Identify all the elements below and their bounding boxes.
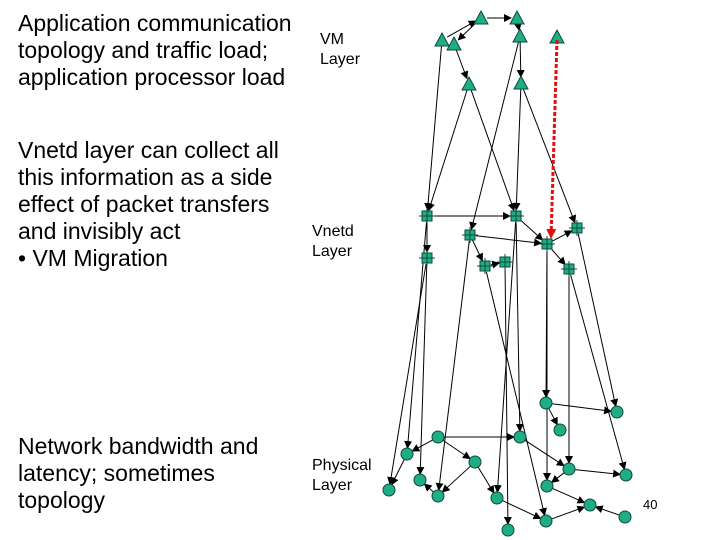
vm-node-vm4 <box>446 35 462 51</box>
edge-vn6-p17 <box>416 263 428 476</box>
physical-node-p1 <box>539 396 553 410</box>
edge-vn5-vn4 <box>552 230 573 242</box>
edge-vm7-vn3 <box>512 88 522 212</box>
physical-node-p11 <box>490 491 504 505</box>
vnetd-node-vn8 <box>561 261 577 277</box>
edge-p6-p10 <box>441 465 471 493</box>
vnetd-info-line-5: • VM Migration <box>18 245 168 271</box>
edge-vn9-p14 <box>485 271 547 517</box>
block-app-topology: Application communication topology and t… <box>18 10 292 90</box>
edge-vm4-vm6 <box>455 49 469 80</box>
physical-node-p2 <box>610 405 624 419</box>
vnetd-node-vn6 <box>419 250 435 266</box>
edge-p11-p14 <box>502 500 542 520</box>
edge-vn3-p4 <box>515 221 524 433</box>
edge-p4-p7 <box>524 439 565 467</box>
edge-p12-p16 <box>552 487 586 504</box>
label-physical-layer: Physical Layer <box>312 457 372 494</box>
edge-vn8-p8 <box>570 274 627 471</box>
edge-p13-p16 <box>594 505 620 516</box>
physical-node-p7 <box>562 462 576 476</box>
physical-node-p16 <box>583 498 597 512</box>
edge-p3-p5 <box>411 439 433 452</box>
vm-node-vm7 <box>513 74 529 90</box>
nodes-layer <box>382 9 633 537</box>
physical-node-p17 <box>413 473 427 487</box>
vm-node-vm2 <box>509 9 525 25</box>
vm-migration-arrow <box>546 39 559 239</box>
edge-vn9-vn7 <box>490 260 501 269</box>
edge-p3-p6 <box>442 439 471 460</box>
label-vm-layer: VM Layer <box>320 31 361 68</box>
physical-node-p14 <box>539 514 553 528</box>
physical-node-p9 <box>382 483 396 497</box>
physical-node-p4 <box>513 430 527 444</box>
edge-vn5-vn8 <box>550 248 566 266</box>
edge-p7-p12 <box>550 472 565 483</box>
edge-vm5-vm7 <box>516 41 525 79</box>
edge-vm6-vn1 <box>427 89 468 212</box>
vnetd-node-vn7 <box>497 254 513 270</box>
edge-vm1-vm4 <box>457 21 478 41</box>
vm-node-vm6 <box>461 75 477 91</box>
edge-vm3-vn1 <box>424 45 442 212</box>
physical-node-p15 <box>501 523 515 537</box>
edge-p5-p9 <box>391 459 405 486</box>
edge-vm2-vm5 <box>513 22 522 32</box>
block-vnetd-info: Vnetd layer can collect all this informa… <box>18 137 279 272</box>
vnetd-info-line-1: Vnetd layer can collect all <box>18 137 279 163</box>
physical-node-p3 <box>431 430 445 444</box>
edge-vm6-vn3 <box>470 89 516 212</box>
edge-vm5-vn2 <box>469 41 520 231</box>
edge-vn3-vn5 <box>520 219 544 241</box>
edge-vn4-p2 <box>577 233 619 408</box>
edge-p7-p8 <box>574 469 622 478</box>
edge-vn2-vn5 <box>475 235 543 247</box>
physical-node-p12 <box>540 479 554 493</box>
label-vnetd-layer: Vnetd Layer <box>312 223 354 260</box>
edge-vm7-vn4 <box>522 88 577 224</box>
edges-layer <box>387 14 627 526</box>
edge-p1-p2 <box>551 403 613 415</box>
edge-p1-p18 <box>548 408 558 426</box>
edge-vm3-vm1 <box>446 20 477 38</box>
physical-node-p5 <box>400 447 414 461</box>
edge-p10-p17 <box>423 483 434 493</box>
vm-node-vm5 <box>512 27 528 43</box>
physical-node-p13 <box>618 510 632 524</box>
physical-node-p10 <box>431 489 445 503</box>
page-number: 40 <box>643 497 658 512</box>
physical-node-p8 <box>619 468 633 482</box>
vnetd-node-vn3 <box>508 208 524 224</box>
physical-node-p6 <box>468 455 482 469</box>
edge-vn2-p10 <box>435 240 470 492</box>
edge-vn2-vn9 <box>472 240 483 262</box>
vnetd-info-line-2: this information as a side <box>18 164 273 190</box>
vm-node-vm1 <box>473 9 489 25</box>
vnetd-node-vn1 <box>419 208 435 224</box>
edge-p6-p11 <box>477 466 495 494</box>
edge-vn6-p9 <box>387 263 427 486</box>
vnetd-info-line-4: and invisibly act <box>18 218 181 244</box>
vm-node-vm3 <box>434 31 450 47</box>
edge-p14-p16 <box>551 505 586 520</box>
edge-vn7-p15 <box>503 267 512 526</box>
vnetd-info-line-3: effect of packet transfers <box>18 191 270 217</box>
vnetd-node-vn2 <box>462 227 478 243</box>
vnetd-node-vn4 <box>569 220 585 236</box>
vnetd-node-vn9 <box>477 258 493 274</box>
block-network-bandwidth: Network bandwidth and latency; sometimes… <box>18 433 259 513</box>
physical-node-p18 <box>553 423 567 437</box>
